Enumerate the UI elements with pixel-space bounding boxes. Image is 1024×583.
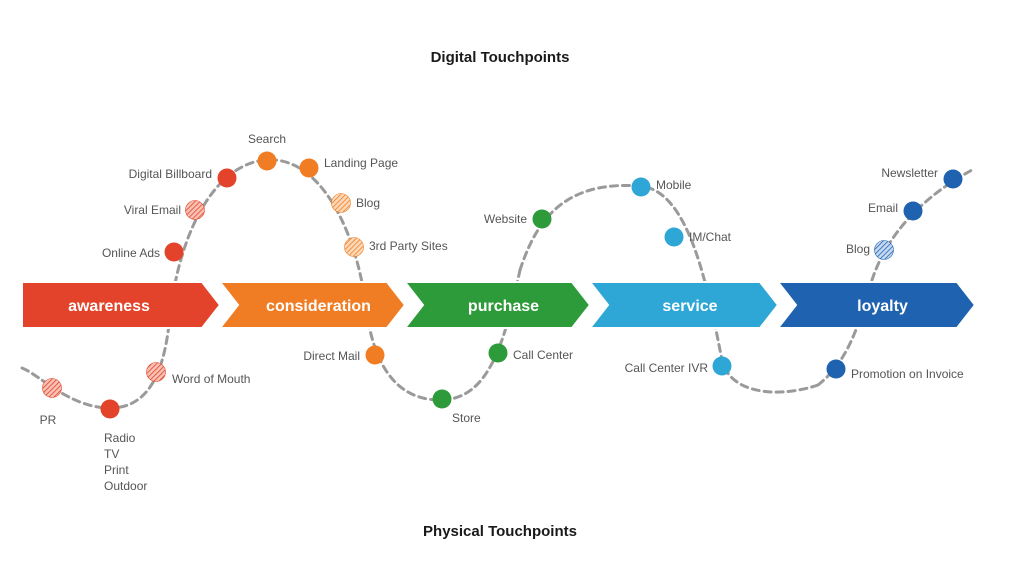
touchpoint-dot-blog-loyalty [874,240,894,260]
stage-arrow-service [587,281,780,329]
stage-arrow-loyalty [775,281,977,329]
touchpoint-label-newsletter-loyalty: Newsletter [881,166,938,180]
touchpoint-label-3rd-party-sites-consideration: 3rd Party Sites [369,239,448,253]
touchpoint-dot-call-center-ivr-service [712,356,732,376]
touchpoint-dot-landing-page-consideration [299,158,319,178]
stage-arrow-purchase [402,281,592,329]
touchpoint-dot-word-of-mouth-awareness [146,362,166,382]
touchpoint-label-website-purchase: Website [484,212,527,226]
touchpoint-label-mobile-service: Mobile [656,178,692,192]
touchpoint-label-call-center-purchase: Call Center [513,348,573,362]
stage-arrow-consideration [217,281,407,329]
digital-touchpoints-title: Digital Touchpoints [431,49,570,66]
curve-segment-purchase-service [518,183,820,394]
touchpoint-dot-viral-email-awareness [185,200,205,220]
touchpoint-dot-im-chat-service [664,227,684,247]
touchpoint-dot-pr-awareness [42,378,62,398]
touchpoint-dot-promotion-on-invoice-loyalty [826,359,846,379]
touchpoint-label-viral-email-awareness: Viral Email [124,203,181,217]
curve-segment-loyalty [816,168,974,387]
touchpoint-label-search-consideration: Search [248,132,286,146]
stage-arrow-awareness [21,281,222,329]
touchpoint-dot-search-consideration [257,151,277,171]
touchpoint-label-im-chat-service: IM/Chat [689,230,732,244]
touchpoint-label-blog-loyalty: Blog [846,242,870,256]
touchpoint-label-pr-awareness: PR [40,413,57,427]
stage-label-loyalty: loyalty [857,298,908,315]
touchpoint-label-call-center-ivr-service: Call Center IVR [625,361,709,375]
touchpoint-label-store-purchase: Store [452,411,481,425]
touchpoint-label-word-of-mouth-awareness: Word of Mouth [172,372,250,386]
stage-label-service: service [662,298,717,315]
touchpoint-label-landing-page-consideration: Landing Page [324,156,398,170]
touchpoint-dot-email-loyalty [903,201,923,221]
touchpoint-label-email-loyalty: Email [868,201,898,215]
touchpoint-dot-website-purchase [532,209,552,229]
touchpoint-dot-3rd-party-sites-consideration [344,237,364,257]
touchpoint-dot-blog-consideration [331,193,351,213]
physical-touchpoints-title: Physical Touchpoints [423,523,577,540]
stage-label-consideration: consideration [266,298,371,315]
touchpoint-dot-mobile-service [631,177,651,197]
touchpoint-dot-digital-billboard-awareness [217,168,237,188]
touchpoint-label-online-ads-awareness: Online Ads [102,246,160,260]
touchpoint-label-outdoor-awareness: Outdoor [104,479,147,493]
touchpoint-dot-store-purchase [432,389,452,409]
touchpoint-label-promotion-on-invoice-loyalty: Promotion on Invoice [851,367,964,381]
journey-stages: awareness consideration purchase service loy… [21,281,977,329]
touchpoint-label-tv-awareness: TV [104,447,119,461]
touchpoint-dot-newsletter-loyalty [943,169,963,189]
touchpoint-label-digital-billboard-awareness: Digital Billboard [129,167,212,181]
stage-label-purchase: purchase [468,298,539,315]
touchpoint-dot-online-ads-awareness [164,242,184,262]
stage-label-awareness: awareness [68,298,150,315]
touchpoint-dot-radio-awareness [100,399,120,419]
touchpoint-dot-direct-mail-consideration [365,345,385,365]
touchpoint-label-print-awareness: Print [104,463,129,477]
touchpoint-label-direct-mail-consideration: Direct Mail [303,349,360,363]
touchpoint-label-radio-awareness: Radio [104,431,136,445]
touchpoint-dot-call-center-purchase [488,343,508,363]
touchpoint-label-blog-consideration: Blog [356,196,380,210]
